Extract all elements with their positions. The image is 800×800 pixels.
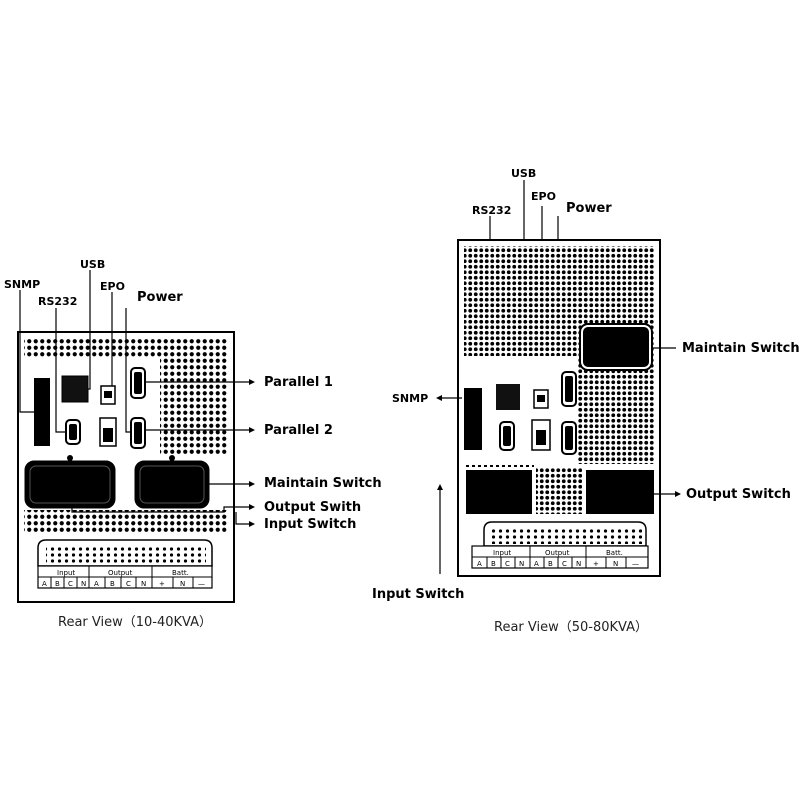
output-switch <box>586 470 654 514</box>
left-caption: Rear View（10-40KVA） <box>58 615 212 630</box>
tb-cell: A <box>94 580 99 588</box>
epo-label: EPO <box>531 190 556 203</box>
tb-cell: B <box>548 560 553 568</box>
usb-label: USB <box>511 167 536 180</box>
tb-cell: N <box>613 560 618 568</box>
maintain-switch-label: Maintain Switch <box>264 476 382 491</box>
tb-cell: N <box>81 580 86 588</box>
tb-cell: + <box>593 560 599 568</box>
snmp-slot <box>34 378 50 446</box>
tb-cells-left: A B C N A B C N + N — <box>42 577 205 588</box>
tb-cell: A <box>477 560 482 568</box>
tb-cell: A <box>534 560 539 568</box>
parallel-2-label: Parallel 2 <box>264 423 333 438</box>
maintain-switch-label: Maintain Switch <box>682 341 800 356</box>
tb-cell: C <box>562 560 567 568</box>
tb-cell: A <box>42 580 47 588</box>
tb-cell: N <box>519 560 524 568</box>
output-switch-label: Output Switch <box>686 487 791 502</box>
snmp-slot <box>464 388 482 450</box>
tb-batt-header: Batt. <box>606 549 623 557</box>
tb-cell: C <box>505 560 510 568</box>
tb-cell: C <box>68 580 73 588</box>
parallel-1-label: Parallel 1 <box>264 375 333 390</box>
tb-cell: B <box>110 580 115 588</box>
output-switch <box>24 460 116 509</box>
tb-cell: B <box>491 560 496 568</box>
rs232-label: RS232 <box>472 204 511 217</box>
tb-output-header: Output <box>108 569 133 577</box>
tb-batt-header: Batt. <box>172 569 189 577</box>
tb-cell: — <box>198 580 205 588</box>
right-caption: Rear View（50-80KVA） <box>494 620 648 635</box>
tb-cell: B <box>55 580 60 588</box>
right-unit: Input Output Batt. A B C N A B C N + N — <box>372 167 800 635</box>
maintain-switch <box>581 325 651 369</box>
tb-input-header: Input <box>57 569 75 577</box>
usb-label: USB <box>80 258 105 271</box>
snmp-label: SNMP <box>4 278 40 291</box>
tb-cell: C <box>126 580 131 588</box>
power-label: Power <box>137 290 183 305</box>
tb-cell: — <box>632 560 639 568</box>
tb-cell: N <box>180 580 185 588</box>
tb-cells-right: A B C N A B C N + N — <box>477 557 639 568</box>
tb-input-header: Input <box>493 549 511 557</box>
tb-cell: N <box>141 580 146 588</box>
left-unit: Input Output Batt. A B C N A B C N + N — <box>4 258 382 630</box>
tb-cell: + <box>159 580 165 588</box>
input-switch <box>466 470 532 514</box>
tb-output-header: Output <box>545 549 570 557</box>
power-label: Power <box>566 201 612 216</box>
input-switch-label: Input Switch <box>264 517 356 532</box>
maintain-switch <box>134 460 210 509</box>
tb-cell: N <box>576 560 581 568</box>
input-switch-label: Input Switch <box>372 587 464 602</box>
snmp-label: SNMP <box>392 392 428 405</box>
rs232-label: RS232 <box>38 295 77 308</box>
usb-port <box>496 384 520 410</box>
usb-port <box>61 375 89 403</box>
output-switch-label: Output Swith <box>264 500 361 515</box>
epo-label: EPO <box>100 280 125 293</box>
